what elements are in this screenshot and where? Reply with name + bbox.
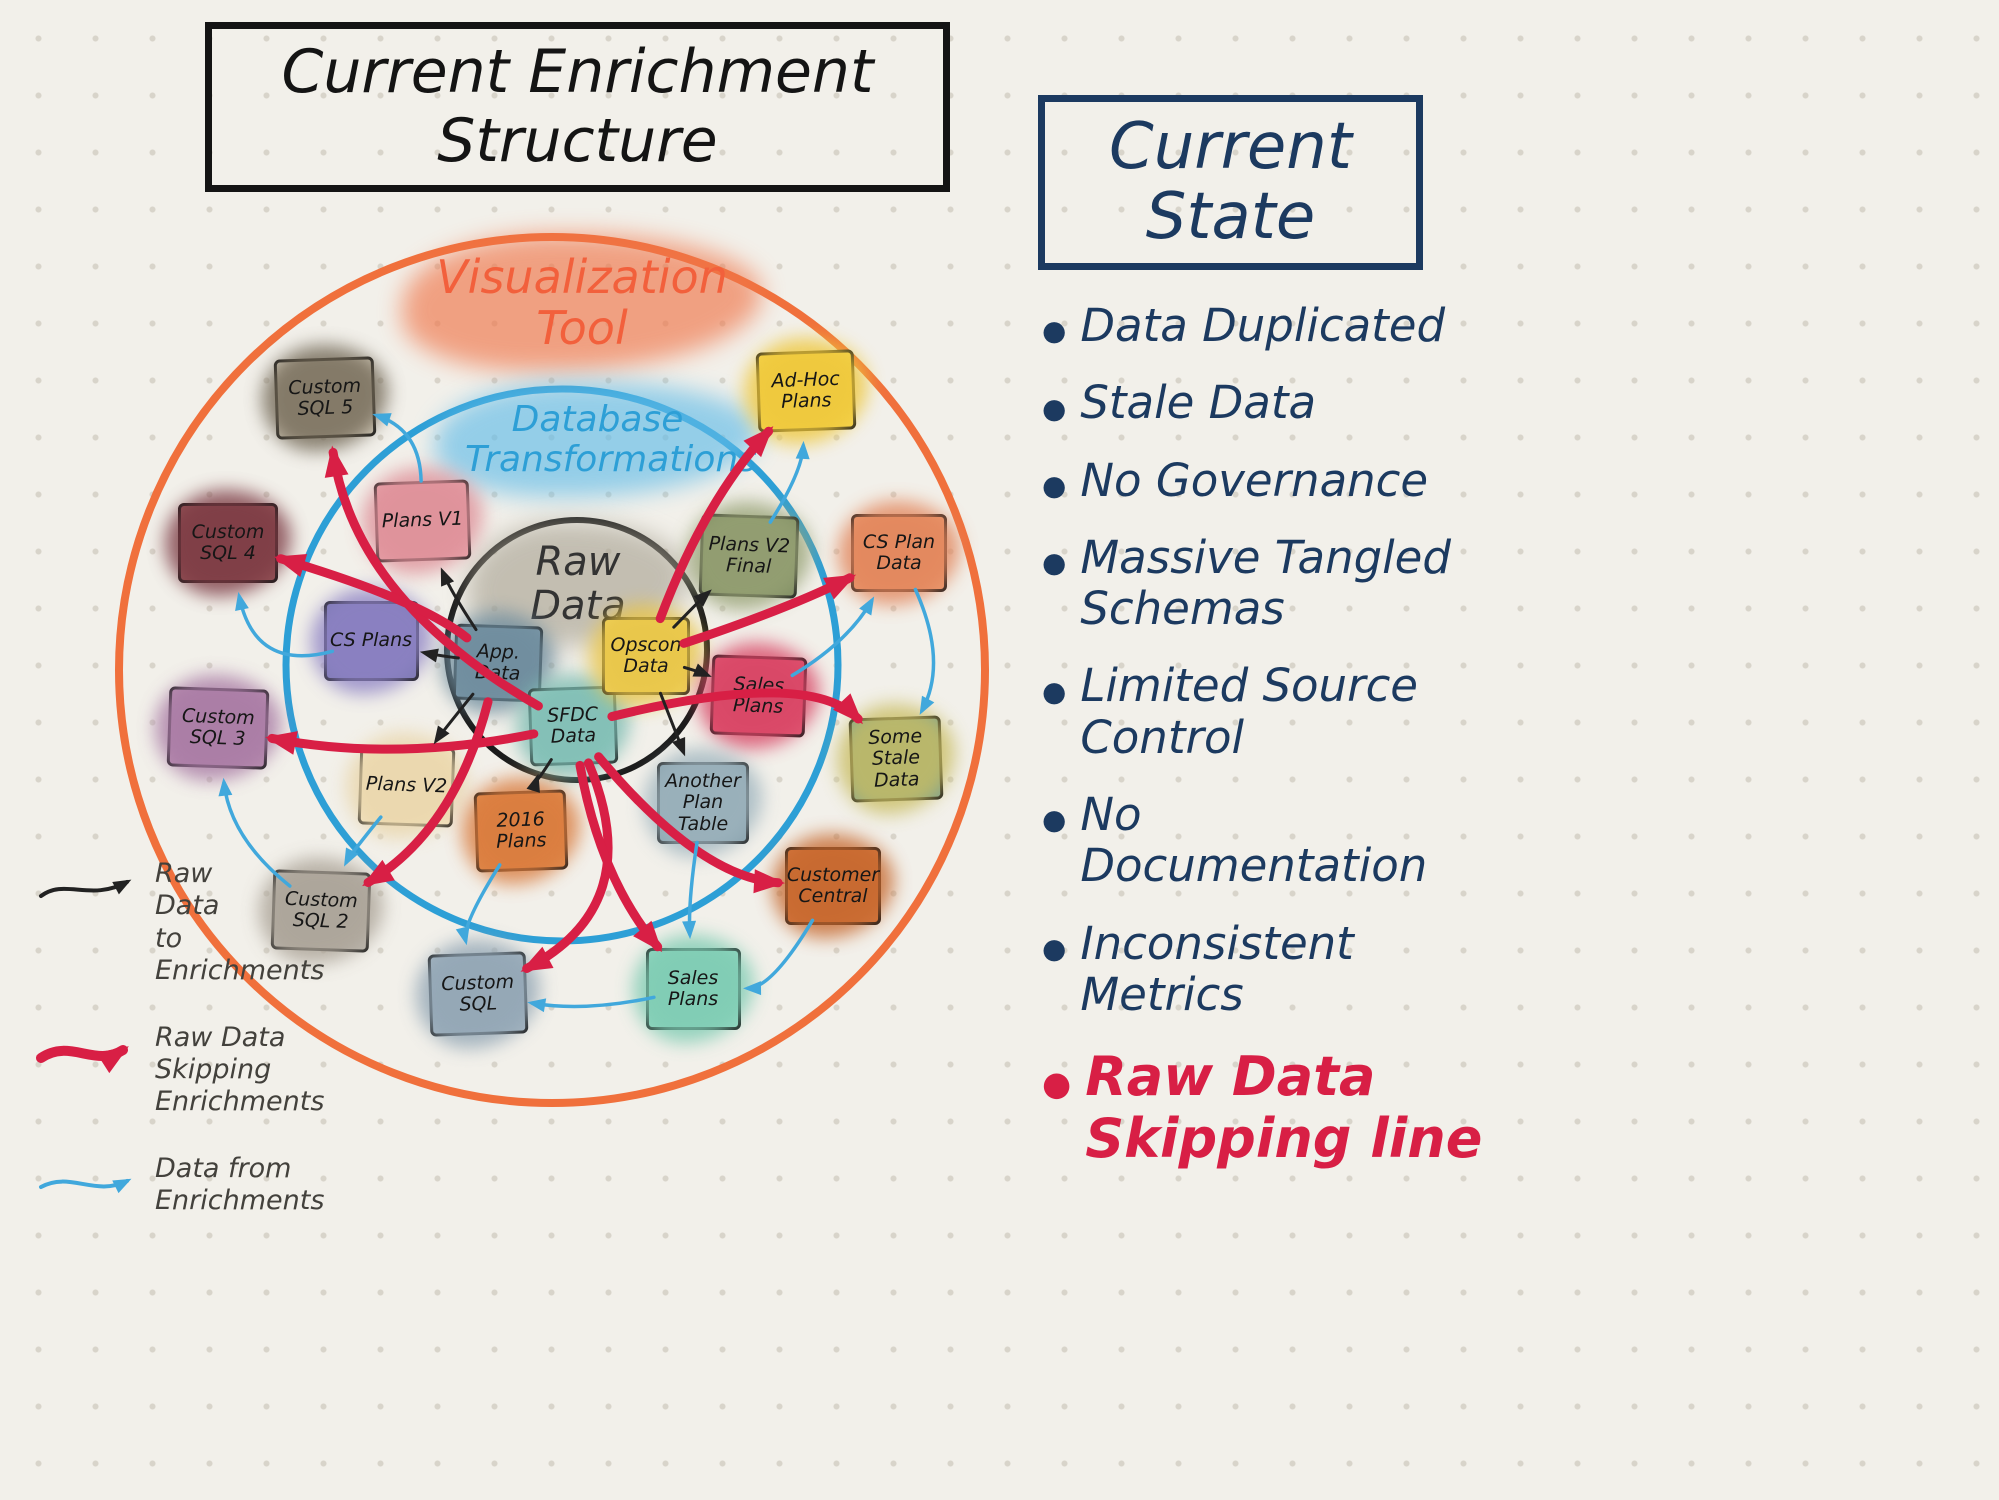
node-label: Sales Plans — [732, 672, 785, 718]
state-bullet-text: Inconsistent Metrics — [1080, 916, 1354, 1021]
node-label: Customer Central — [786, 863, 880, 907]
state-bullet-raw-data-skipping-line: ● Raw Data Skipping line — [1042, 1046, 1642, 1169]
state-bullet-inconsistent-metrics: ● Inconsistent Metrics — [1042, 918, 1642, 1021]
bullet-dot: ● — [1042, 932, 1067, 966]
bullet-dot: ● — [1042, 546, 1067, 580]
state-bullet-no-governance: ● No Governance — [1042, 453, 1642, 507]
red-arrow-stroke — [36, 1044, 129, 1073]
node-cs-plans: CS Plans — [323, 601, 419, 681]
node-label: Opscon Data — [610, 633, 682, 677]
current-state-list: ● Data Duplicated ● Stale Data ● No Governa… — [1042, 300, 1642, 1195]
state-bullet-text: No Documentation — [1080, 788, 1428, 893]
legend-label: Raw Data to Enrichments — [155, 858, 325, 987]
legend: Raw Data to Enrichments Raw Data Skippin… — [35, 858, 345, 1218]
state-bullet-text: Data Duplicated — [1080, 299, 1446, 352]
bullet-dot: ● — [1042, 391, 1067, 425]
state-bullet-text: Limited Source Control — [1080, 659, 1418, 764]
blue-arrow-icon — [39, 1178, 132, 1193]
state-bullet-text: Stale Data — [1080, 376, 1317, 430]
node-label: Another Plan Table — [665, 770, 741, 835]
node-custom-sql-4: Custom SQL 4 — [178, 503, 278, 583]
black-arrow-stroke — [39, 879, 132, 898]
node-opscon-data: Opscon Data — [602, 617, 690, 695]
node-label: CS Plan Data — [862, 530, 936, 574]
current-state-title: Current State — [1038, 95, 1423, 270]
node-plans-v2-final: Plans V2 Final — [698, 513, 800, 599]
node-label: Plans V1 — [380, 507, 464, 533]
bullet-dot: ● — [1042, 314, 1067, 348]
bullet-dot: ● — [1042, 1063, 1072, 1103]
node-label: Plans V2 — [364, 772, 448, 798]
legend-item-raw-data-skipping-enrichments: Raw Data Skipping Enrichments — [35, 1022, 345, 1119]
node-sfdc-data: SFDC Data — [527, 685, 619, 767]
legend-item-raw-data-to-enrichments: Raw Data to Enrichments — [35, 858, 345, 988]
node-label: Custom SQL — [440, 970, 515, 1016]
state-bullet-no-documentation: ● No Documentation — [1042, 789, 1642, 892]
node-label: Ad-Hoc Plans — [771, 367, 841, 413]
node-label: Custom SQL 4 — [191, 520, 265, 564]
node-cs-plan-data: CS Plan Data — [851, 514, 947, 592]
node-label: Sales Plans — [667, 966, 719, 1010]
node-label: Custom SQL 5 — [287, 374, 362, 420]
state-bullet-limited-source-control: ● Limited Source Control — [1042, 660, 1642, 763]
red-arrow-icon — [36, 1044, 129, 1073]
node-label: 2016 Plans — [495, 807, 547, 853]
legend-label: Raw Data Skipping Enrichments — [155, 1021, 325, 1118]
node-label: CS Plans — [329, 629, 413, 652]
node-custom-sql-3: Custom SQL 3 — [166, 686, 270, 770]
node-label: Some Stale Data — [867, 725, 923, 792]
legend-label: Data from Enrichments — [155, 1152, 325, 1217]
node-plans-v1: Plans V1 — [373, 479, 471, 563]
node-some-stale-data: Some Stale Data — [848, 715, 944, 803]
node-label: SFDC Data — [546, 702, 599, 748]
node-ad-hoc-plans: Ad-Hoc Plans — [755, 349, 857, 433]
black-arrow-icon — [39, 879, 132, 898]
node-plans-v2: Plans V2 — [357, 744, 455, 828]
node-sales-plans-teal: Sales Plans — [645, 948, 741, 1030]
bullet-dot: ● — [1042, 468, 1067, 502]
bullet-dot: ● — [1042, 803, 1067, 837]
state-bullet-text: No Governance — [1080, 453, 1429, 507]
state-bullet-data-duplicated: ● Data Duplicated — [1042, 299, 1642, 352]
state-bullet-stale-data: ● Stale Data — [1042, 376, 1642, 430]
state-bullet-text: Massive Tangled Schemas — [1080, 530, 1451, 636]
node-label: App. Data — [474, 639, 521, 685]
node-custom-sql-5: Custom SQL 5 — [273, 356, 377, 440]
node-customer-central: Customer Central — [785, 847, 881, 925]
state-bullet-massive-tangled-schemas: ● Massive Tangled Schemas — [1042, 532, 1642, 635]
node-label: Plans V2 Final — [708, 532, 791, 578]
bullet-dot: ● — [1042, 674, 1067, 708]
state-bullet-text: Raw Data Skipping line — [1085, 1045, 1483, 1170]
node-2016-plans: 2016 Plans — [473, 789, 569, 873]
node-label: Custom SQL 3 — [181, 704, 256, 750]
node-sales-plans-red: Sales Plans — [709, 654, 807, 738]
diagram-title: Current Enrichment Structure — [205, 22, 950, 192]
node-another-plan-table: Another Plan Table — [657, 762, 749, 844]
legend-item-data-from-enrichments: Data from Enrichments — [35, 1153, 345, 1218]
blue-arrow-stroke — [39, 1178, 132, 1193]
node-custom-sql: Custom SQL — [427, 951, 529, 1037]
